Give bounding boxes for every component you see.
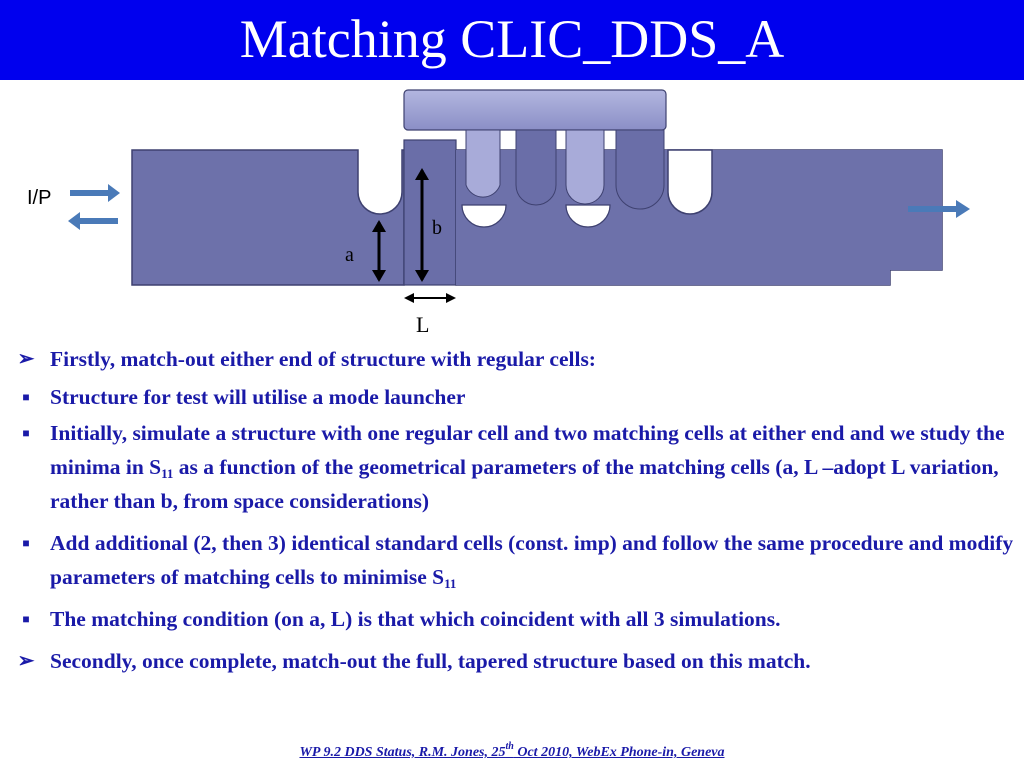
bullet-text: The matching condition (on a, L) is that… bbox=[50, 607, 781, 631]
cavity-2 bbox=[565, 204, 611, 228]
structure-body-left bbox=[131, 149, 405, 286]
inner-cell-1 bbox=[465, 129, 501, 198]
bullet-item: ➢ Firstly, match-out either end of struc… bbox=[10, 342, 1016, 376]
arrow-bullet-icon: ➢ bbox=[17, 650, 35, 672]
inner-cell-2 bbox=[515, 129, 557, 206]
bullet-text: Add additional (2, then 3) identical sta… bbox=[50, 531, 1014, 589]
bullet-text: Secondly, once complete, match-out the f… bbox=[50, 649, 811, 673]
slide-title: Matching CLIC_DDS_A bbox=[239, 9, 785, 69]
inner-cell-3 bbox=[565, 129, 605, 205]
right-groove bbox=[667, 149, 713, 215]
bullet-text: as a function of the geometrical paramet… bbox=[50, 455, 999, 513]
bullet-item: ■ The matching condition (on a, L) is th… bbox=[10, 602, 1016, 636]
subscript: 11 bbox=[444, 576, 457, 591]
bullet-item: ➢ Secondly, once complete, match-out the… bbox=[10, 644, 1016, 678]
matching-cell bbox=[403, 139, 457, 286]
inner-cell-4 bbox=[615, 129, 665, 210]
structure-figure: I/P a b L bbox=[0, 80, 1024, 340]
input-arrow-icon bbox=[70, 184, 120, 202]
footer-text: WP 9.2 DDS Status, R.M. Jones, 25th Oct … bbox=[299, 742, 725, 761]
top-cover bbox=[403, 89, 667, 131]
footer-superscript: th bbox=[505, 741, 514, 752]
bullet-item: ■ Initially, simulate a structure with o… bbox=[10, 416, 1016, 518]
bullet-item: ■ Add additional (2, then 3) identical s… bbox=[10, 526, 1016, 594]
bullet-text: Initially, simulate a structure with one… bbox=[50, 421, 1005, 479]
bullet-list: ➢ Firstly, match-out either end of struc… bbox=[10, 342, 1016, 686]
subscript: 11 bbox=[161, 466, 174, 481]
footer: WP 9.2 DDS Status, R.M. Jones, 25th Oct … bbox=[0, 742, 1024, 762]
title-bar: Matching CLIC_DDS_A bbox=[0, 0, 1024, 80]
label-L: L bbox=[416, 312, 429, 337]
structure-diagram: I/P a b L bbox=[27, 89, 970, 337]
io-label: I/P bbox=[27, 187, 51, 209]
output-arrow-icon bbox=[908, 200, 970, 218]
bullet-text: Structure for test will utilise a mode l… bbox=[50, 385, 466, 409]
bullet-item: ■ Structure for test will utilise a mode… bbox=[10, 380, 1016, 414]
footer-text-start: WP 9.2 DDS Status, R.M. Jones, 25 bbox=[299, 745, 506, 760]
footer-text-end: Oct 2010, WebEx Phone-in, Geneva bbox=[513, 745, 725, 760]
label-a: a bbox=[345, 244, 354, 266]
square-bullet-icon: ■ bbox=[22, 612, 30, 626]
reflected-arrow-icon bbox=[68, 212, 118, 230]
label-b: b bbox=[432, 217, 442, 239]
square-bullet-icon: ■ bbox=[22, 390, 30, 404]
cavity-1 bbox=[461, 204, 507, 228]
arrow-bullet-icon: ➢ bbox=[17, 348, 35, 370]
square-bullet-icon: ■ bbox=[22, 536, 30, 550]
bullet-text: Firstly, match-out either end of structu… bbox=[50, 347, 596, 371]
square-bullet-icon: ■ bbox=[22, 426, 30, 440]
